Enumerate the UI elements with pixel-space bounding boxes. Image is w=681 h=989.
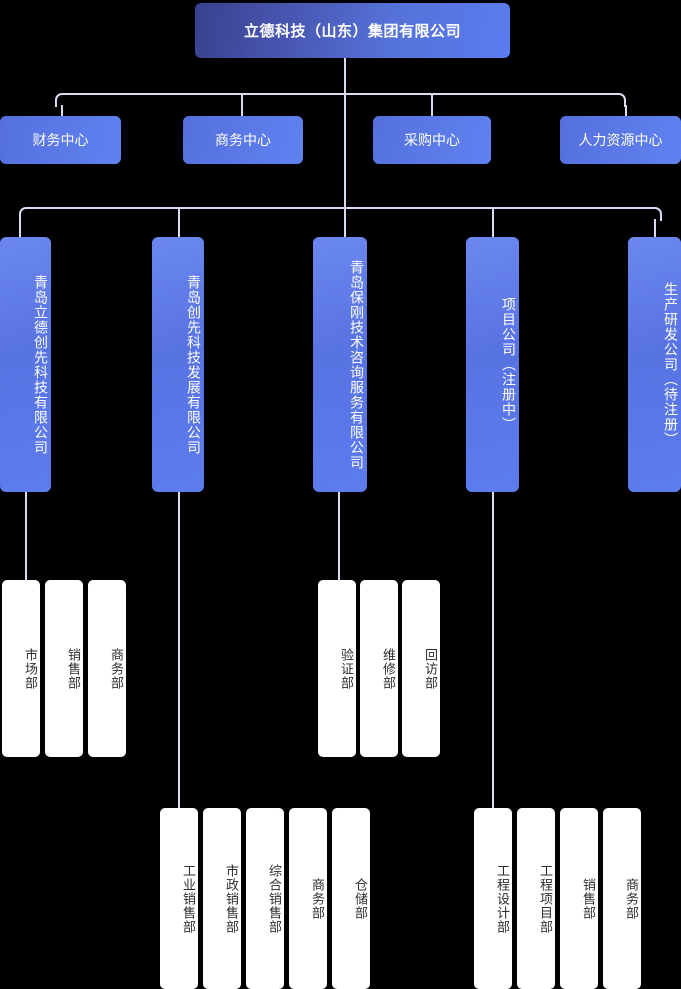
connector-subsidiary-stem-2 — [178, 209, 180, 237]
node-department-business-d[interactable]: 商务部 — [603, 808, 641, 989]
connector-center-stem-3 — [431, 95, 433, 116]
node-center-business[interactable]: 商务中心 — [183, 116, 303, 164]
node-department-market[interactable]: 市场部 — [2, 580, 40, 757]
connector-centers-bus-right-cap — [612, 93, 626, 107]
connector-subsidiary-stem-5 — [654, 219, 656, 237]
node-subsidiary-baogang-consulting[interactable]: 青岛保刚技术咨询服务有限公司 — [313, 237, 367, 492]
connector-group-b-drop — [338, 492, 340, 580]
connector-subsidiary-stem-4 — [492, 209, 494, 237]
connector-group-a-drop — [25, 492, 27, 580]
node-center-finance[interactable]: 财务中心 — [0, 116, 121, 164]
node-department-engineering-project[interactable]: 工程项目部 — [517, 808, 555, 989]
connector-center-stem-1 — [61, 105, 63, 116]
node-department-warehouse[interactable]: 仓储部 — [332, 808, 370, 989]
node-department-general-sales[interactable]: 综合销售部 — [246, 808, 284, 989]
connector-subsidiary-stem-1 — [19, 219, 21, 237]
node-department-followup[interactable]: 回访部 — [402, 580, 440, 757]
connector-center-stem-4 — [625, 105, 627, 116]
node-department-sales-d[interactable]: 销售部 — [560, 808, 598, 989]
node-department-maintenance[interactable]: 维修部 — [360, 580, 398, 757]
node-root-company[interactable]: 立德科技（山东）集团有限公司 — [195, 3, 510, 58]
node-subsidiary-production-rd[interactable]: 生产研发公司（待注册） — [628, 237, 681, 492]
connector-centers-bus — [62, 93, 620, 95]
node-subsidiary-chuangxian-dev[interactable]: 青岛创先科技发展有限公司 — [152, 237, 204, 492]
node-department-verification[interactable]: 验证部 — [318, 580, 356, 757]
node-center-procurement[interactable]: 采购中心 — [373, 116, 491, 164]
node-department-sales[interactable]: 销售部 — [45, 580, 83, 757]
connector-root-trunk — [344, 58, 346, 237]
connector-centers-bus-left-cap — [55, 93, 69, 107]
connector-group-c-drop — [178, 492, 180, 808]
node-department-engineering-design[interactable]: 工程设计部 — [474, 808, 512, 989]
node-department-business-c[interactable]: 商务部 — [289, 808, 327, 989]
node-department-industrial-sales[interactable]: 工业销售部 — [160, 808, 198, 989]
node-department-municipal-sales[interactable]: 市政销售部 — [203, 808, 241, 989]
connector-subsidiaries-bus — [26, 207, 656, 209]
node-subsidiary-project-company[interactable]: 项目公司（注册中） — [466, 237, 519, 492]
node-center-hr[interactable]: 人力资源中心 — [560, 116, 681, 164]
connector-group-d-drop — [492, 492, 494, 808]
connector-center-stem-2 — [241, 95, 243, 116]
connector-subsidiaries-bus-right-cap — [648, 207, 662, 221]
node-department-business[interactable]: 商务部 — [88, 580, 126, 757]
node-subsidiary-lide-chuangxian[interactable]: 青岛立德创先科技有限公司 — [0, 237, 51, 492]
connector-subsidiaries-bus-left-cap — [19, 207, 33, 221]
